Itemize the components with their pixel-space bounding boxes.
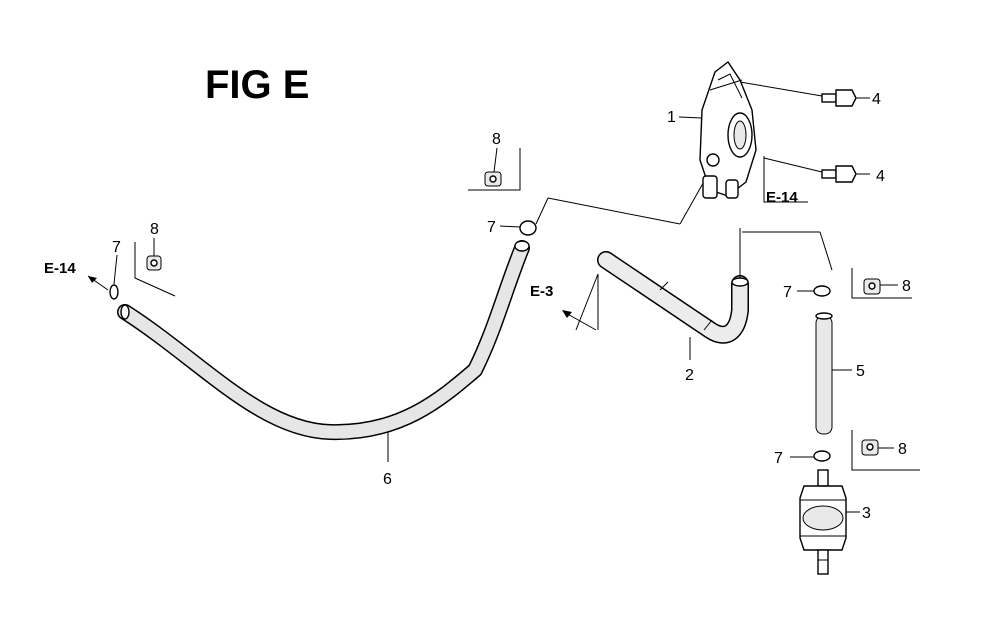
callout-7-upper-right: 7	[783, 284, 792, 301]
clamp-part-8-top	[484, 171, 502, 187]
callout-5: 5	[856, 363, 865, 380]
clamp-part-8-left	[146, 255, 162, 271]
callout-7-left: 7	[112, 239, 121, 256]
clip-part-7-upper-right	[813, 285, 831, 297]
screw-part-4-bottom	[821, 165, 857, 183]
callout-7-lower-right: 7	[774, 450, 783, 467]
callout-7-mid: 7	[487, 219, 496, 236]
callout-8-top: 8	[492, 131, 501, 148]
clamp-part-8-upper-right	[863, 278, 881, 295]
figure-title: FIG E	[205, 63, 309, 107]
fuel-valve-part-1	[699, 60, 757, 199]
ref-e14-left: E-14	[44, 260, 76, 277]
clamp-part-8-lower-right	[861, 439, 879, 456]
hose-part-5	[815, 312, 833, 435]
clip-part-7-left	[109, 284, 119, 300]
ref-e14-right: E-14	[766, 189, 798, 206]
callout-4-bottom: 4	[876, 168, 885, 185]
clip-part-7-lower-right	[813, 450, 831, 462]
callout-4-top: 4	[872, 91, 881, 108]
fuel-filter-part-3	[799, 469, 847, 575]
callout-6: 6	[383, 471, 392, 488]
ref-e3: E-3	[530, 283, 553, 300]
screw-part-4-top	[821, 89, 857, 107]
clip-part-7-mid	[519, 220, 537, 236]
callout-1: 1	[667, 109, 676, 126]
callout-8-left: 8	[150, 221, 159, 238]
callout-3: 3	[862, 505, 871, 522]
callout-2: 2	[685, 367, 694, 384]
callout-8-lower-right: 8	[898, 441, 907, 458]
hose-part-2	[597, 251, 749, 344]
callout-8-upper-right: 8	[902, 278, 911, 295]
hose-part-6	[117, 240, 530, 441]
